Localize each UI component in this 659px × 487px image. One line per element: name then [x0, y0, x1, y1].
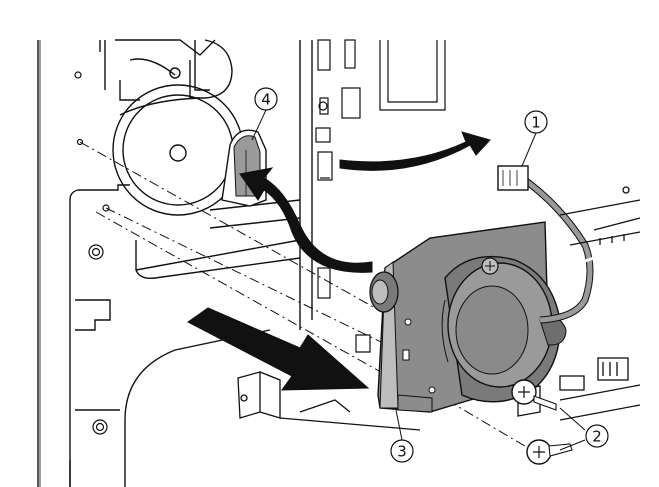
- frame-screw-holes: [74, 71, 328, 435]
- callout-3-label: 3: [397, 443, 407, 461]
- wire-harness-connector: [497, 165, 595, 324]
- callout-4: 4: [254, 87, 278, 111]
- callout-1: 1: [524, 110, 548, 134]
- mounting-screw: [511, 379, 557, 411]
- connector-arrow: [239, 131, 491, 273]
- frame-plug: [317, 151, 333, 181]
- mounting-screw: [526, 439, 573, 465]
- callout-1-label: 1: [531, 114, 541, 132]
- callout-2-label: 2: [592, 428, 602, 446]
- callout-3: 3: [390, 439, 414, 463]
- callout-2: 2: [585, 424, 609, 448]
- frame-rails: [315, 39, 446, 353]
- callout-leaders: [251, 109, 586, 451]
- callout-4-label: 4: [261, 91, 271, 109]
- motor-assembly: [369, 221, 567, 413]
- lower-bracket: [237, 371, 421, 431]
- removal-arrow: [187, 307, 370, 391]
